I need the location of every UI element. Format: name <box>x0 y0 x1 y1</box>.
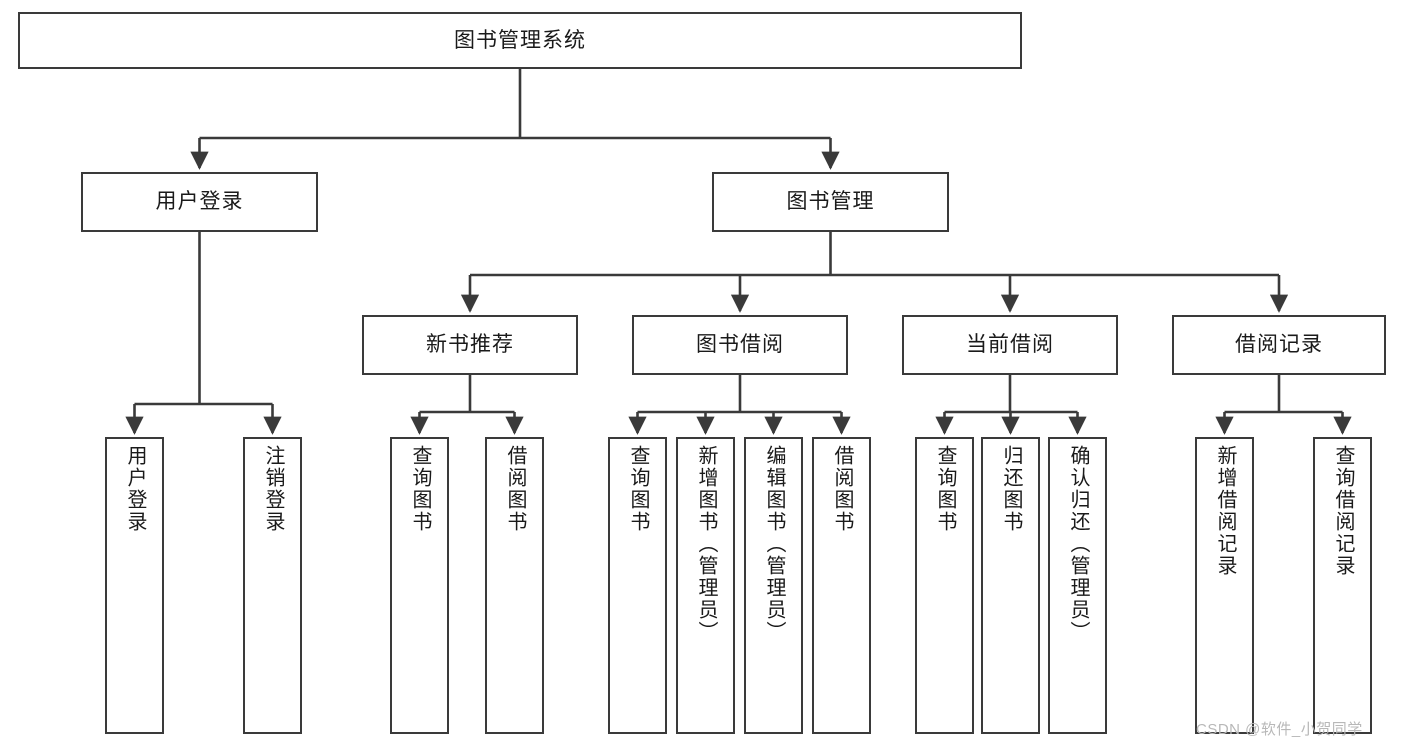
level2-node-label: 用户登录 <box>155 190 244 214</box>
leaf-node-label: 借阅图书 <box>831 445 853 533</box>
root-node-label: 图书管理系统 <box>454 28 586 52</box>
leaf-node-6[interactable]: 编辑图书（管理员） <box>744 437 803 734</box>
level3-node-1[interactable]: 图书借阅 <box>632 315 848 375</box>
level3-node-label: 新书推荐 <box>426 333 514 357</box>
leaf-node-1[interactable]: 注销登录 <box>243 437 302 734</box>
leaf-node-12[interactable]: 查询借阅记录 <box>1313 437 1372 734</box>
level3-node-label: 借阅记录 <box>1235 333 1323 357</box>
leaf-node-10[interactable]: 确认归还（管理员） <box>1048 437 1107 734</box>
leaf-node-label: 借阅图书 <box>504 445 526 533</box>
leaf-node-label: 查询图书 <box>627 445 649 533</box>
level2-node-label: 图书管理 <box>786 190 875 214</box>
leaf-node-9[interactable]: 归还图书 <box>981 437 1040 734</box>
level3-node-2[interactable]: 当前借阅 <box>902 315 1118 375</box>
leaf-node-11[interactable]: 新增借阅记录 <box>1195 437 1254 734</box>
leaf-node-2[interactable]: 查询图书 <box>390 437 449 734</box>
leaf-node-label: 归还图书 <box>1000 445 1022 533</box>
leaf-node-3[interactable]: 借阅图书 <box>485 437 544 734</box>
level2-node-0[interactable]: 用户登录 <box>81 172 318 232</box>
leaf-node-4[interactable]: 查询图书 <box>608 437 667 734</box>
leaf-node-8[interactable]: 查询图书 <box>915 437 974 734</box>
leaf-node-label: 新增图书（管理员） <box>695 445 717 643</box>
leaf-node-label: 注销登录 <box>262 445 284 533</box>
leaf-node-label: 查询图书 <box>934 445 956 533</box>
leaf-node-label: 查询借阅记录 <box>1332 445 1354 577</box>
root-node-0[interactable]: 图书管理系统 <box>18 12 1022 69</box>
level3-node-label: 图书借阅 <box>696 333 784 357</box>
leaf-node-label: 新增借阅记录 <box>1214 445 1236 577</box>
level3-node-3[interactable]: 借阅记录 <box>1172 315 1386 375</box>
level3-node-label: 当前借阅 <box>966 333 1054 357</box>
leaf-node-label: 查询图书 <box>409 445 431 533</box>
leaf-node-label: 用户登录 <box>124 445 146 533</box>
leaf-node-label: 编辑图书（管理员） <box>763 445 785 643</box>
leaf-node-7[interactable]: 借阅图书 <box>812 437 871 734</box>
level2-node-1[interactable]: 图书管理 <box>712 172 949 232</box>
leaf-node-5[interactable]: 新增图书（管理员） <box>676 437 735 734</box>
leaf-node-label: 确认归还（管理员） <box>1067 445 1089 643</box>
csdn-watermark: CSDN @软件_小贺同学 <box>1196 721 1363 738</box>
leaf-node-0[interactable]: 用户登录 <box>105 437 164 734</box>
level3-node-0[interactable]: 新书推荐 <box>362 315 578 375</box>
